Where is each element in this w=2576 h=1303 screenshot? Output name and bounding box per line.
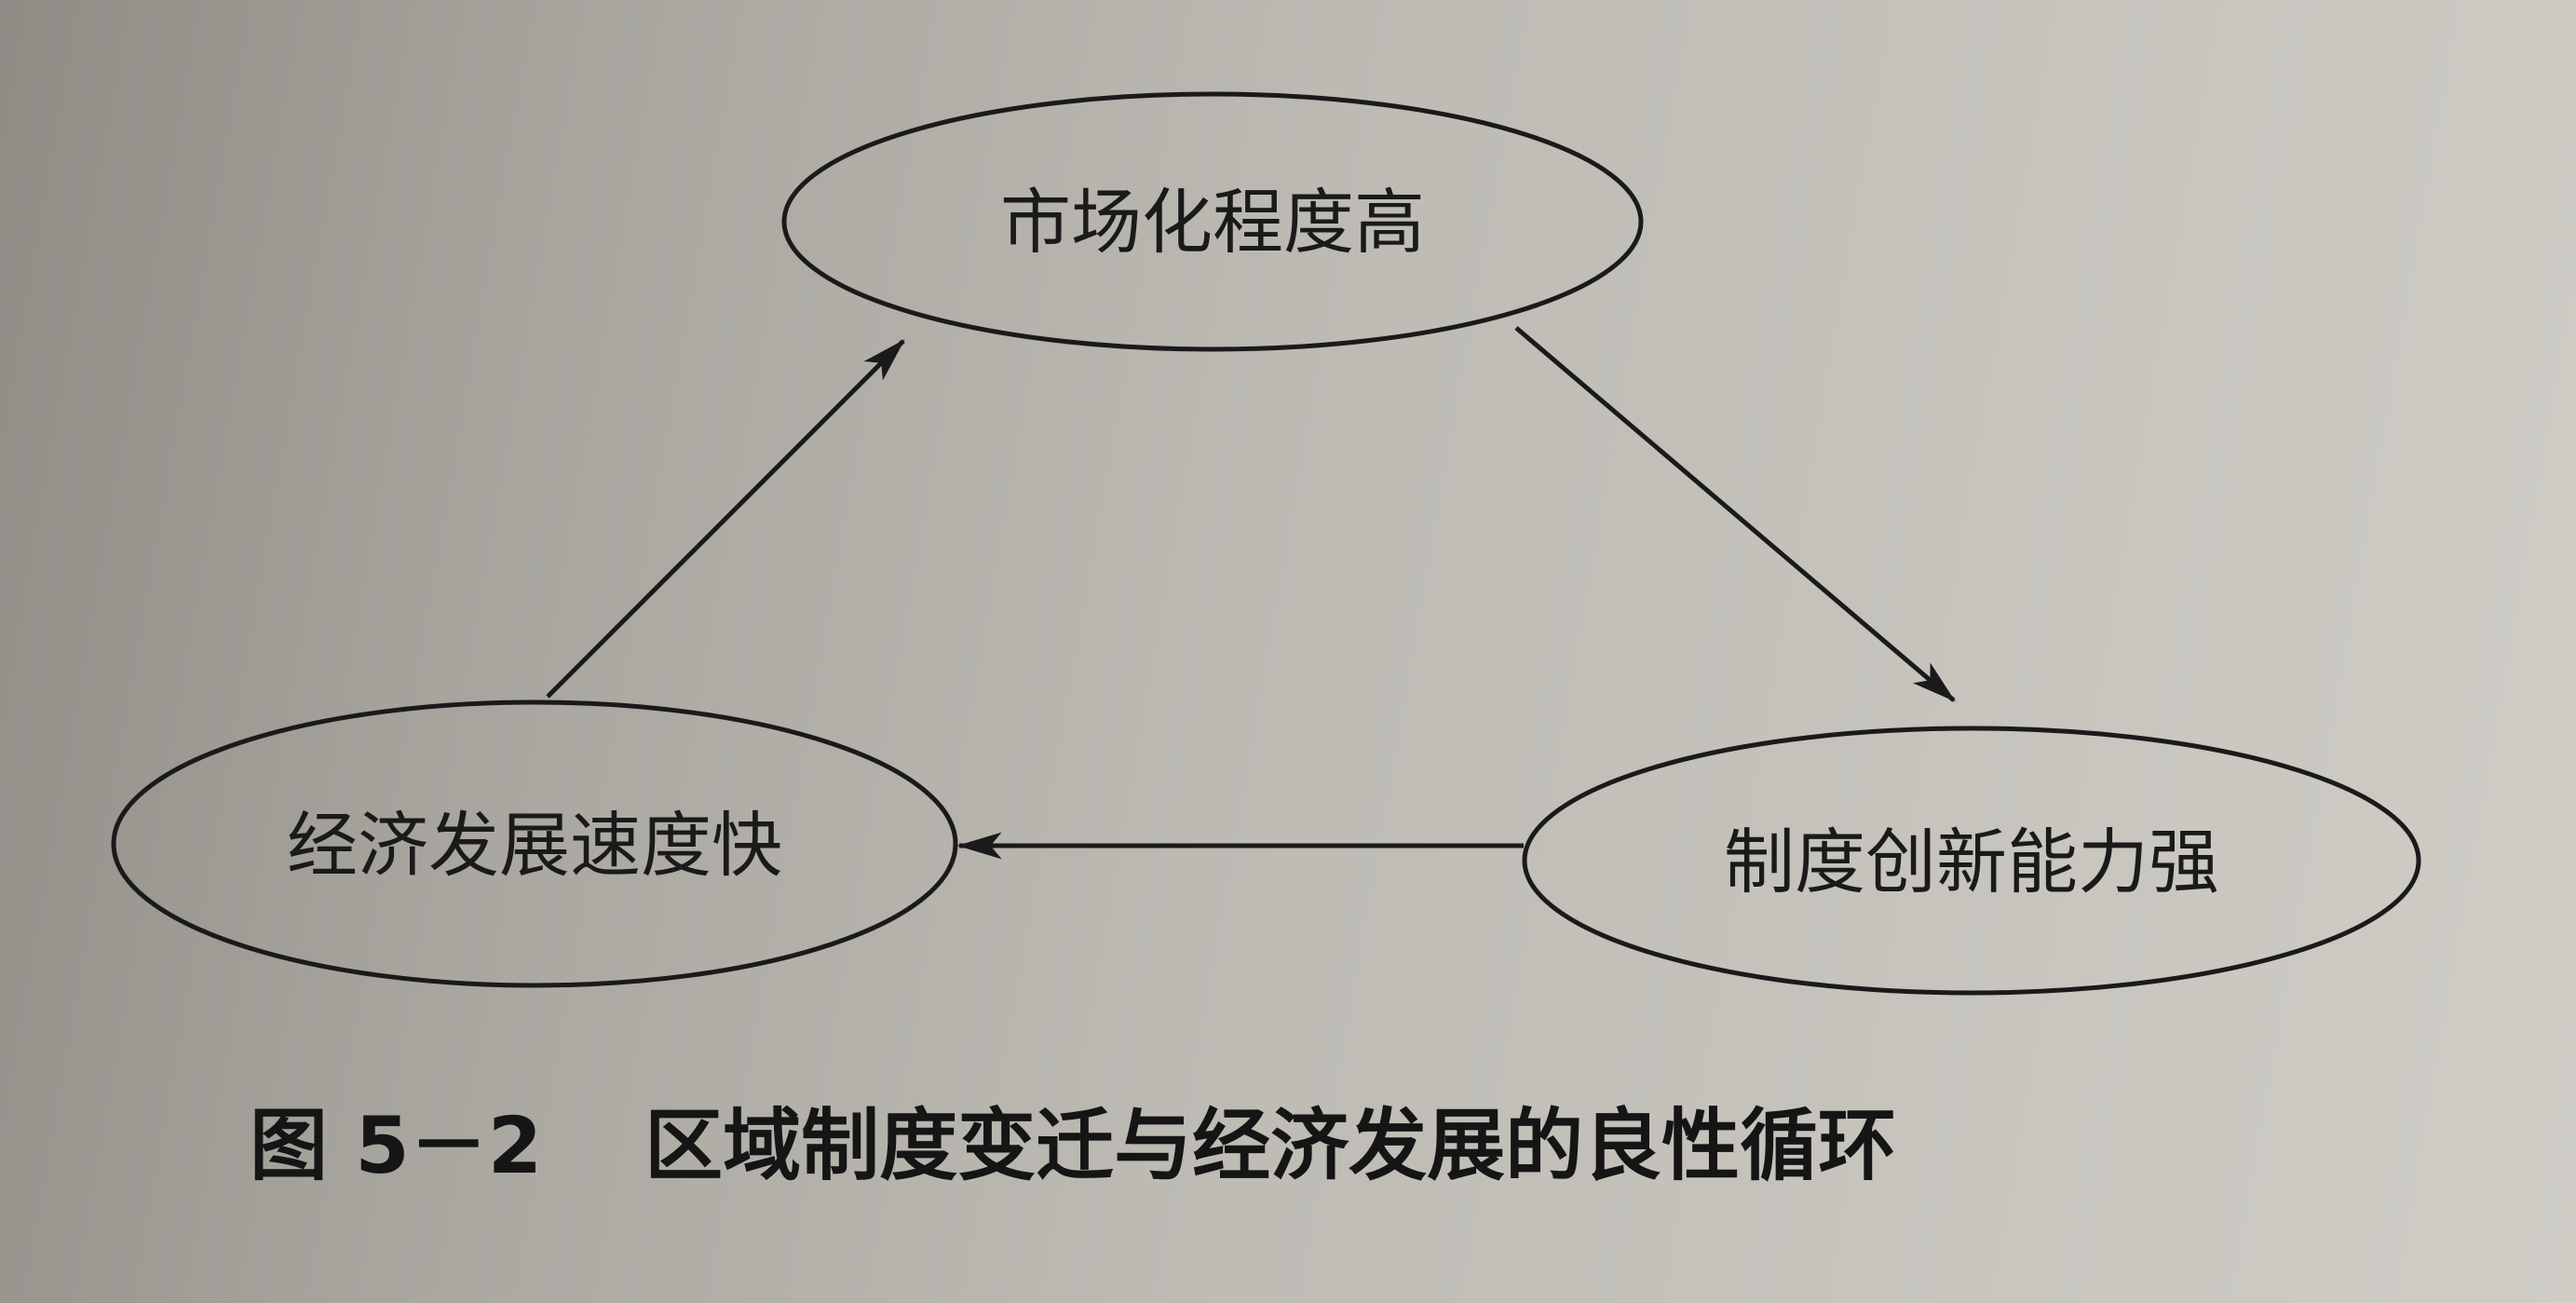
node-innovation-label: 制度创新能力强 [1724, 821, 2219, 903]
node-market-ellipse [781, 91, 1644, 352]
figure-title: 区域制度变迁与经济发展的良性循环 [644, 1100, 1897, 1191]
arrow-growth-to-market [546, 339, 905, 699]
arrow-market-to-innovation [1514, 326, 1956, 702]
node-growth: 经济发展速度快 [111, 699, 958, 988]
figure-number: 图 5－2 [250, 1100, 543, 1191]
node-innovation-ellipse [1522, 726, 2421, 996]
node-market-label: 市场化程度高 [1000, 181, 1425, 264]
node-market: 市场化程度高 [781, 91, 1644, 352]
node-growth-ellipse [111, 699, 958, 988]
figure-caption: 图 5－2 区域制度变迁与经济发展的良性循环 [250, 1090, 2392, 1201]
node-growth-label: 经济发展速度快 [287, 804, 782, 887]
node-innovation: 制度创新能力强 [1522, 726, 2421, 996]
